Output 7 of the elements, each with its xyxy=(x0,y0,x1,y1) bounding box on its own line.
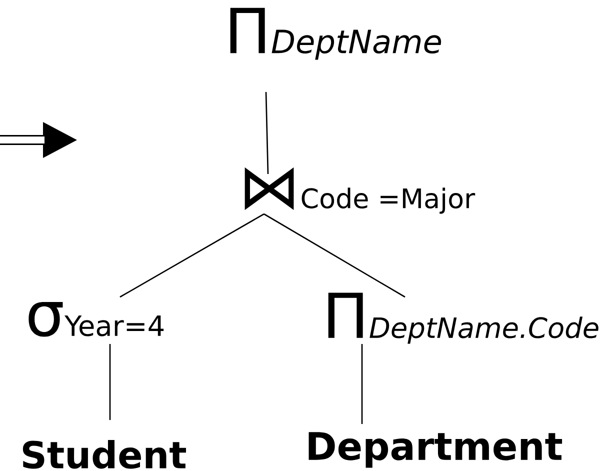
tree-edge xyxy=(361,344,363,424)
tree-edge xyxy=(109,344,111,420)
tree-edge xyxy=(264,213,406,298)
relation-name: Student xyxy=(22,440,186,469)
tree-edge xyxy=(265,92,269,174)
tree-edge xyxy=(120,213,264,298)
relation-name: Department xyxy=(308,432,562,468)
